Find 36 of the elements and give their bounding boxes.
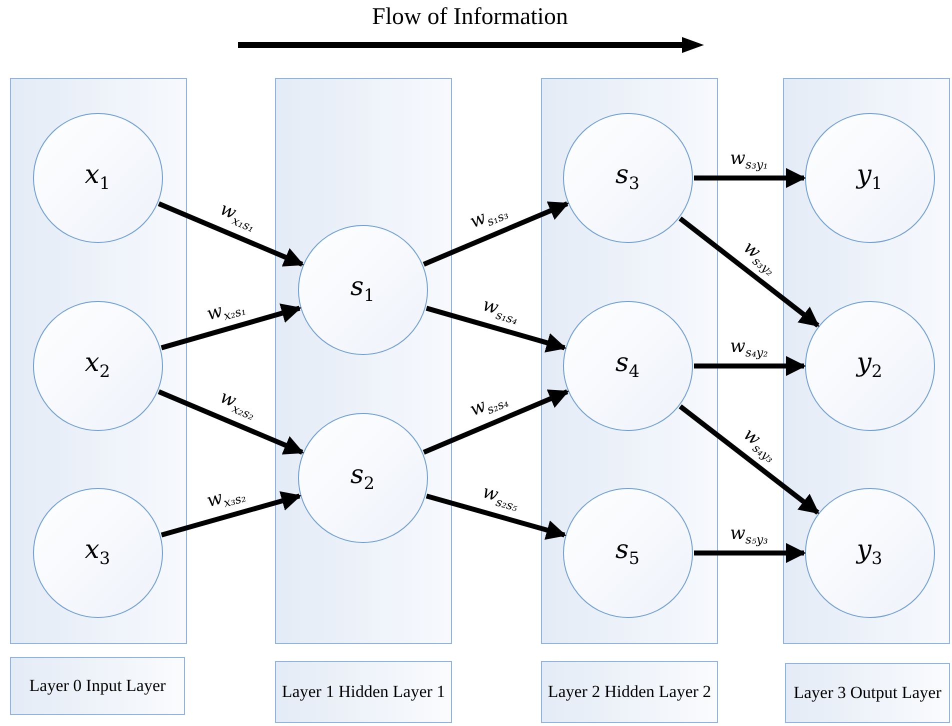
layer-panel: [275, 78, 452, 644]
arrow: [694, 356, 806, 376]
neuron-circle: s$_{1}$: [298, 224, 428, 354]
layer-label-box: Layer 0 Input Layer: [10, 657, 185, 715]
arrow: [422, 389, 570, 455]
arrow: [422, 201, 570, 267]
arrow: [160, 304, 302, 350]
neuron-circle: y$_{2}$: [804, 300, 934, 430]
neuron-circle: x$_{1}$: [32, 112, 162, 242]
neuron-circle: x$_{3}$: [32, 488, 162, 618]
arrow: [694, 168, 806, 188]
arrow: [694, 543, 806, 563]
arrow: [426, 306, 566, 352]
weight-label: w$_{s₃y₁}$: [730, 148, 768, 172]
layer-panel: [10, 78, 187, 644]
arrow: [160, 491, 302, 538]
weight-label: w$_{s₄y₂}$: [730, 336, 768, 360]
arrow: [158, 201, 304, 267]
arrow: [678, 216, 820, 328]
neuron-circle: s$_{2}$: [298, 412, 428, 542]
layer-label-box: Layer 3 Output Layer: [785, 663, 950, 723]
neuron-circle: s$_{3}$: [562, 112, 692, 242]
arrow: [158, 389, 304, 455]
layer-panel: [783, 78, 950, 644]
layer-panel: [541, 78, 718, 644]
arrow: [678, 404, 820, 515]
neuron-circle: s$_{5}$: [562, 488, 692, 618]
neuron-circle: y$_{3}$: [804, 488, 934, 618]
diagram-title: Flow of Information: [371, 4, 569, 31]
layer-label-box: Layer 2 Hidden Layer 2: [541, 661, 718, 723]
layer-label-box: Layer 1 Hidden Layer 1: [275, 661, 452, 723]
neuron-circle: x$_{2}$: [32, 300, 162, 430]
neuron-circle: s$_{4}$: [562, 300, 692, 430]
arrow: [426, 494, 566, 540]
weight-label: w$_{s₅y₃}$: [730, 523, 768, 547]
neuron-circle: y$_{1}$: [804, 112, 934, 242]
